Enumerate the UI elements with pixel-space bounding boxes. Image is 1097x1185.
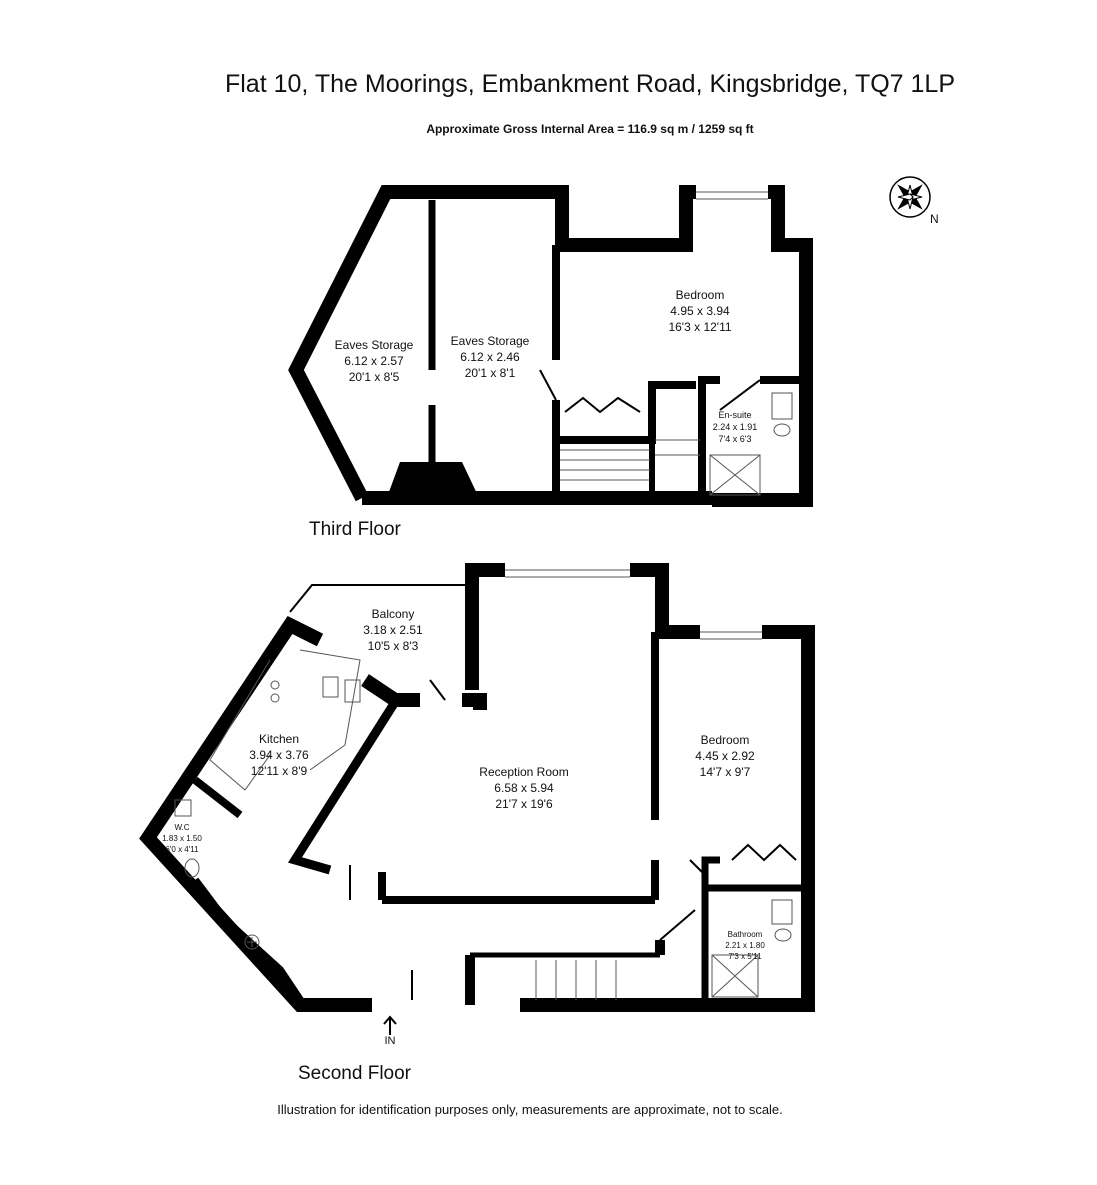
compass-rose-icon [889,176,931,218]
room-imperial: 16'3 x 12'11 [668,320,732,334]
room-imperial: 20'1 x 8'5 [348,370,400,384]
room-imperial: 10'5 x 8'3 [367,639,419,653]
room-name: Bedroom [700,733,750,747]
room-wc: W.C 1.83 x 1.50 6'0 x 4'11 [162,822,202,855]
room-metric: 6.58 x 5.94 [494,781,554,795]
room-imperial: 7'3 x 5'11 [728,952,762,961]
room-metric: 4.45 x 2.92 [695,749,755,763]
room-name: Bedroom [675,288,725,302]
room-imperial: 21'7 x 19'6 [495,797,553,811]
room-metric: 1.83 x 1.50 [162,834,202,843]
third-floor-plan [288,185,813,507]
room-imperial: 6'0 x 4'11 [165,845,199,854]
room-imperial: 20'1 x 8'1 [464,366,516,380]
second-floor-label: Second Floor [298,1063,412,1084]
room-name: Reception Room [479,765,569,779]
room-name: Kitchen [258,732,300,746]
room-reception: Reception Room 6.58 x 5.94 21'7 x 19'6 [479,764,568,812]
room-eaves-storage-right: Eaves Storage 6.12 x 2.46 20'1 x 8'1 [451,333,530,381]
room-imperial: 7'4 x 6'3 [718,434,752,444]
room-imperial: 12'11 x 8'9 [250,764,308,778]
room-imperial: 14'7 x 9'7 [699,765,751,779]
room-kitchen: Kitchen 3.94 x 3.76 12'11 x 8'9 [249,731,308,779]
second-floor-plan [139,563,815,1035]
page-title: Flat 10, The Moorings, Embankment Road, … [224,70,956,98]
room-metric: 6.12 x 2.57 [344,354,404,368]
room-bedroom-third: Bedroom 4.95 x 3.94 16'3 x 12'11 [668,287,731,335]
compass-north-label: N [930,212,939,226]
room-bedroom-second: Bedroom 4.45 x 2.92 14'7 x 9'7 [695,732,754,780]
room-name: Eaves Storage [450,334,530,348]
room-name: En-suite [718,410,752,420]
entrance-label: IN [384,1035,396,1047]
gross-area: Approximate Gross Internal Area = 116.9 … [426,122,754,136]
entrance-arrow-icon [383,1015,397,1035]
third-floor-label: Third Floor [309,519,401,540]
room-metric: 2.21 x 1.80 [725,941,765,950]
room-metric: 3.94 x 3.76 [249,748,309,762]
room-metric: 6.12 x 2.46 [460,350,520,364]
room-name: W.C [174,823,190,832]
room-metric: 4.95 x 3.94 [670,304,730,318]
room-metric: 3.18 x 2.51 [363,623,423,637]
room-name: Eaves Storage [334,338,414,352]
disclaimer: Illustration for identification purposes… [277,1102,783,1117]
room-en-suite: En-suite 2.24 x 1.91 7'4 x 6'3 [713,409,758,445]
room-balcony: Balcony 3.18 x 2.51 10'5 x 8'3 [363,606,422,654]
room-eaves-storage-left: Eaves Storage 6.12 x 2.57 20'1 x 8'5 [335,337,414,385]
room-name: Balcony [371,607,415,621]
room-bathroom: Bathroom 2.21 x 1.80 7'3 x 5'11 [725,929,765,962]
room-name: Bathroom [727,930,763,939]
room-metric: 2.24 x 1.91 [712,422,758,432]
